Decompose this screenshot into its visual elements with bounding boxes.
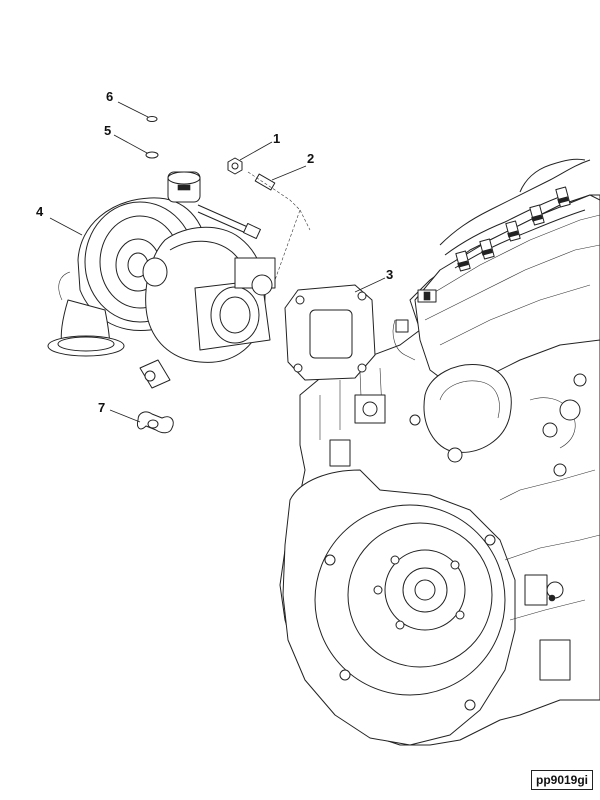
leader-1: [239, 141, 273, 161]
figure-reference-code: pp9019gi: [531, 770, 593, 790]
callout-2: 2: [307, 151, 314, 166]
part-5-seal: [145, 151, 159, 159]
part-6-seal: [146, 116, 158, 122]
callout-3: 3: [386, 267, 393, 282]
flywheel-housing: [282, 469, 516, 746]
turbocharger-assembly: [47, 171, 276, 389]
fuel-pump: [409, 364, 512, 463]
leader-5: [113, 134, 148, 154]
wastegate-actuator: [167, 171, 261, 239]
part-7-gasket: [137, 411, 174, 434]
callout-1: 1: [273, 131, 280, 146]
leader-4: [49, 217, 83, 236]
leader-3: [354, 277, 386, 293]
callout-6: 6: [106, 89, 113, 104]
callout-4: 4: [36, 204, 44, 219]
leader-7: [109, 409, 141, 423]
part-3-gasket: [284, 284, 376, 381]
part-1-nut: [227, 157, 243, 175]
callout-7: 7: [98, 400, 105, 415]
leader-2: [271, 165, 307, 181]
part-2-stud: [254, 173, 276, 191]
engine-block: [279, 158, 600, 746]
callout-5: 5: [104, 123, 111, 138]
leader-6: [117, 101, 149, 118]
fuel-injectors: [455, 186, 571, 272]
